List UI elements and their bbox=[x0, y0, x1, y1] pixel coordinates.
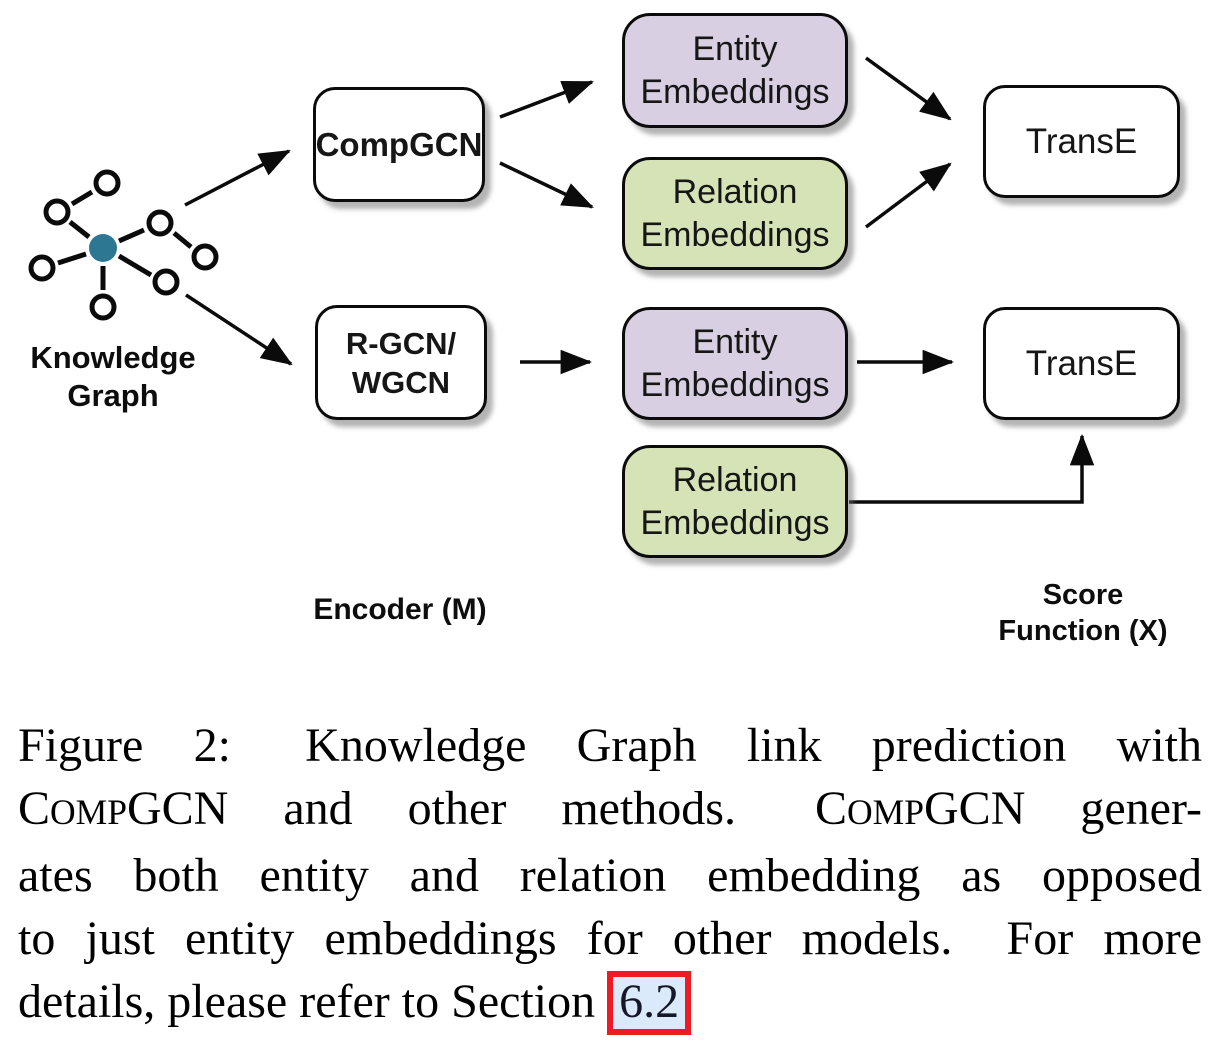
caption-line-5: details, please refer to Section 6.2 bbox=[18, 970, 1202, 1036]
entity-top-label-line1: Entity bbox=[692, 29, 778, 68]
compgcn-pipeline-diagram: CompGCN R-GCN/ WGCN Entity Embeddings Re… bbox=[13, 13, 1194, 649]
caption-line-2: COMPGCN and other methods. COMPGCN gener… bbox=[18, 777, 1202, 844]
score-function-label-line2: Function (X) bbox=[998, 615, 1168, 647]
entity-embeddings-top-box: Entity Embeddings bbox=[622, 13, 848, 128]
caption-line-3: ates both entity and relation embedding … bbox=[18, 844, 1202, 907]
caption-text: Figure 2: Knowledge Graph link predictio… bbox=[18, 719, 1202, 772]
knowledge-graph-label: Knowledge Graph bbox=[13, 339, 213, 415]
caption-text: C bbox=[815, 782, 848, 835]
entity-embeddings-bottom-box: Entity Embeddings bbox=[622, 307, 848, 420]
kg-edge bbox=[70, 189, 94, 207]
score-function-label-line1: Score bbox=[1042, 579, 1124, 611]
kg-node bbox=[28, 254, 56, 282]
entity-top-label-line2: Embeddings bbox=[640, 72, 830, 111]
caption-text: GCN and other methods. bbox=[127, 782, 816, 835]
entity-bottom-label-line2: Embeddings bbox=[640, 365, 830, 404]
kg-node bbox=[146, 209, 174, 237]
arrow-compgcn-to-entity bbox=[499, 80, 594, 119]
kg-edge bbox=[57, 251, 87, 266]
knowledge-graph-icon bbox=[28, 169, 219, 321]
encoder-label: Encoder (M) bbox=[313, 593, 487, 626]
kg-node bbox=[152, 268, 180, 296]
knowledge-graph-label-line2: Graph bbox=[67, 378, 159, 413]
rgcn-label-line1: R-GCN/ bbox=[345, 325, 457, 361]
arrow-kg-to-rgcn bbox=[185, 293, 293, 366]
transe-bottom-label: TransE bbox=[1025, 343, 1138, 383]
arrow-entity-to-transe-top bbox=[864, 56, 952, 121]
rgcn-wgcn-box: R-GCN/ WGCN bbox=[315, 305, 487, 420]
figure-caption: Figure 2: Knowledge Graph link predictio… bbox=[0, 700, 1222, 1036]
caption-text: C bbox=[18, 782, 51, 835]
caption-text: GCN gener- bbox=[924, 782, 1202, 835]
section-6-2-reference-link[interactable]: 6.2 bbox=[607, 971, 692, 1036]
caption-smallcaps-text: OMP bbox=[50, 792, 127, 832]
arrow-relation-to-transe-bottom-elbow bbox=[849, 433, 1095, 504]
compgcn-box: CompGCN bbox=[313, 87, 485, 202]
relation-bottom-label-line2: Embeddings bbox=[640, 503, 830, 542]
kg-edge bbox=[117, 253, 153, 278]
transe-bottom-box: TransE bbox=[983, 307, 1180, 420]
relation-bottom-label-line1: Relation bbox=[672, 460, 798, 499]
relation-top-label-line2: Embeddings bbox=[640, 215, 830, 254]
kg-node bbox=[93, 169, 121, 197]
arrow-kg-to-compgcn bbox=[184, 149, 291, 207]
kg-node bbox=[43, 198, 71, 226]
knowledge-graph-label-line1: Knowledge bbox=[30, 340, 196, 375]
entity-bottom-label-line1: Entity bbox=[692, 322, 778, 361]
caption-line-1: Figure 2: Knowledge Graph link predictio… bbox=[18, 714, 1202, 777]
relation-top-label-line1: Relation bbox=[672, 172, 798, 211]
diagram-connectors-layer bbox=[28, 56, 1095, 504]
caption-line-4: to just entity embeddings for other mode… bbox=[18, 907, 1202, 970]
compgcn-label: CompGCN bbox=[315, 126, 483, 163]
kg-node bbox=[191, 243, 219, 271]
caption-text: to just entity embeddings for other mode… bbox=[18, 912, 1202, 965]
kg-center-node bbox=[89, 234, 117, 262]
kg-node bbox=[89, 293, 117, 321]
arrow-relation-to-transe-top bbox=[864, 162, 952, 229]
relation-embeddings-bottom-box: Relation Embeddings bbox=[622, 445, 848, 558]
caption-smallcaps-text: OMP bbox=[847, 792, 925, 832]
relation-embeddings-top-box: Relation Embeddings bbox=[622, 157, 848, 270]
arrow-compgcn-to-relation bbox=[499, 161, 594, 209]
transe-top-box: TransE bbox=[983, 85, 1180, 198]
caption-text: details, please refer to Section bbox=[18, 975, 608, 1028]
kg-edge bbox=[68, 220, 91, 239]
kg-edge bbox=[172, 231, 193, 249]
score-function-label: Score Function (X) bbox=[972, 577, 1194, 649]
kg-edge bbox=[117, 227, 146, 244]
rgcn-label-line2: WGCN bbox=[351, 364, 451, 400]
caption-text: ates both entity and relation embedding … bbox=[18, 849, 1202, 902]
transe-top-label: TransE bbox=[1025, 121, 1138, 161]
